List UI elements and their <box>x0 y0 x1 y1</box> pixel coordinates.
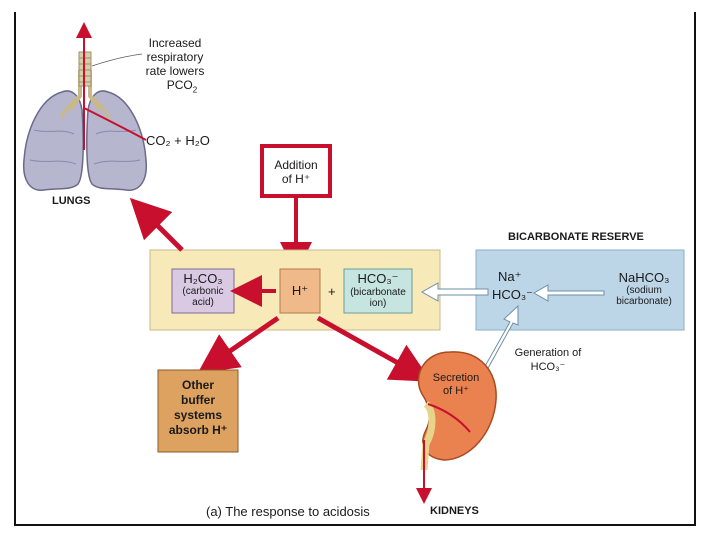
nahco3-to-hco3-arrow <box>532 284 605 302</box>
co2-line <box>83 107 147 141</box>
note-pco2: PCO2 <box>166 78 198 95</box>
other-line-3: systems <box>173 408 223 422</box>
hplus-to-other-arrow <box>197 315 280 374</box>
generation-line-2: HCO₃⁻ <box>530 361 566 373</box>
h2co3-formula: H₂CO₃ <box>183 271 223 286</box>
respiratory-note: Increased respiratory rate lowers PCO2 <box>136 36 214 97</box>
kidney-illustration <box>416 351 497 504</box>
hplus-box <box>279 268 321 314</box>
hco3-box <box>343 268 413 314</box>
lungs-label: LUNGS <box>52 195 91 207</box>
exhale-label: CO₂ + H₂O <box>146 133 210 148</box>
buffer-to-lungs-arrow <box>129 197 184 252</box>
hplus-text: H⁺ <box>291 283 309 298</box>
addition-line-1: Addition <box>274 158 318 172</box>
h2co3-text: H₂CO₃ (carbonic acid) <box>172 271 234 308</box>
h2co3-box <box>171 268 235 314</box>
secretion-line-1: Secretion <box>432 372 480 384</box>
hplus-to-kidneys-arrow <box>316 315 432 382</box>
kidneys-label: KIDNEYS <box>430 505 479 517</box>
frame-right-border <box>694 12 696 526</box>
reserve-hco3: HCO₃⁻ <box>492 287 534 302</box>
generation-arrow <box>483 304 519 371</box>
hco3-formula: HCO₃⁻ <box>357 271 399 286</box>
kidney-shape <box>417 351 497 461</box>
addition-box <box>260 144 332 198</box>
reserve-na: Na⁺ <box>498 269 522 284</box>
hco3-text: HCO₃⁻ (bicarbonate ion) <box>344 271 412 309</box>
other-line-2: buffer <box>181 393 215 407</box>
generation-text: Generation of HCO₃⁻ <box>500 346 596 374</box>
note-line-1: Increased <box>148 36 202 50</box>
generation-line-1: Generation of <box>514 347 582 359</box>
nahco3-name: (sodium bicarbonate) <box>616 285 672 307</box>
frame-left-border <box>14 12 16 526</box>
other-line-4: absorb H⁺ <box>168 423 228 437</box>
plus-sign: + <box>328 284 336 299</box>
other-buffers-text: Other buffer systems absorb H⁺ <box>158 378 238 438</box>
frame-bottom-border <box>14 524 696 526</box>
secretion-text: Secretion of H⁺ <box>424 372 488 398</box>
nahco3-formula: NaHCO₃ <box>618 270 670 285</box>
reserve-title: BICARBONATE RESERVE <box>508 231 644 243</box>
nahco3-text: NaHCO₃ (sodium bicarbonate) <box>606 270 682 307</box>
other-buffers-box <box>157 369 239 453</box>
note-line-3: rate lowers <box>145 64 205 78</box>
note-line-2: respiratory <box>146 50 204 64</box>
secretion-line-2: of H⁺ <box>443 385 469 397</box>
left-lung <box>22 90 84 191</box>
figure-caption: (a) The response to acidosis <box>206 504 370 519</box>
note-pointer <box>91 53 143 67</box>
addition-line-2: of H⁺ <box>281 172 311 186</box>
reserve-to-buffer-arrow <box>420 282 489 302</box>
other-line-1: Other <box>181 378 214 392</box>
h2co3-name: (carbonic acid) <box>182 286 224 308</box>
addition-text: Addition of H⁺ <box>262 158 330 186</box>
hco3-name: (bicarbonate ion) <box>350 287 406 309</box>
